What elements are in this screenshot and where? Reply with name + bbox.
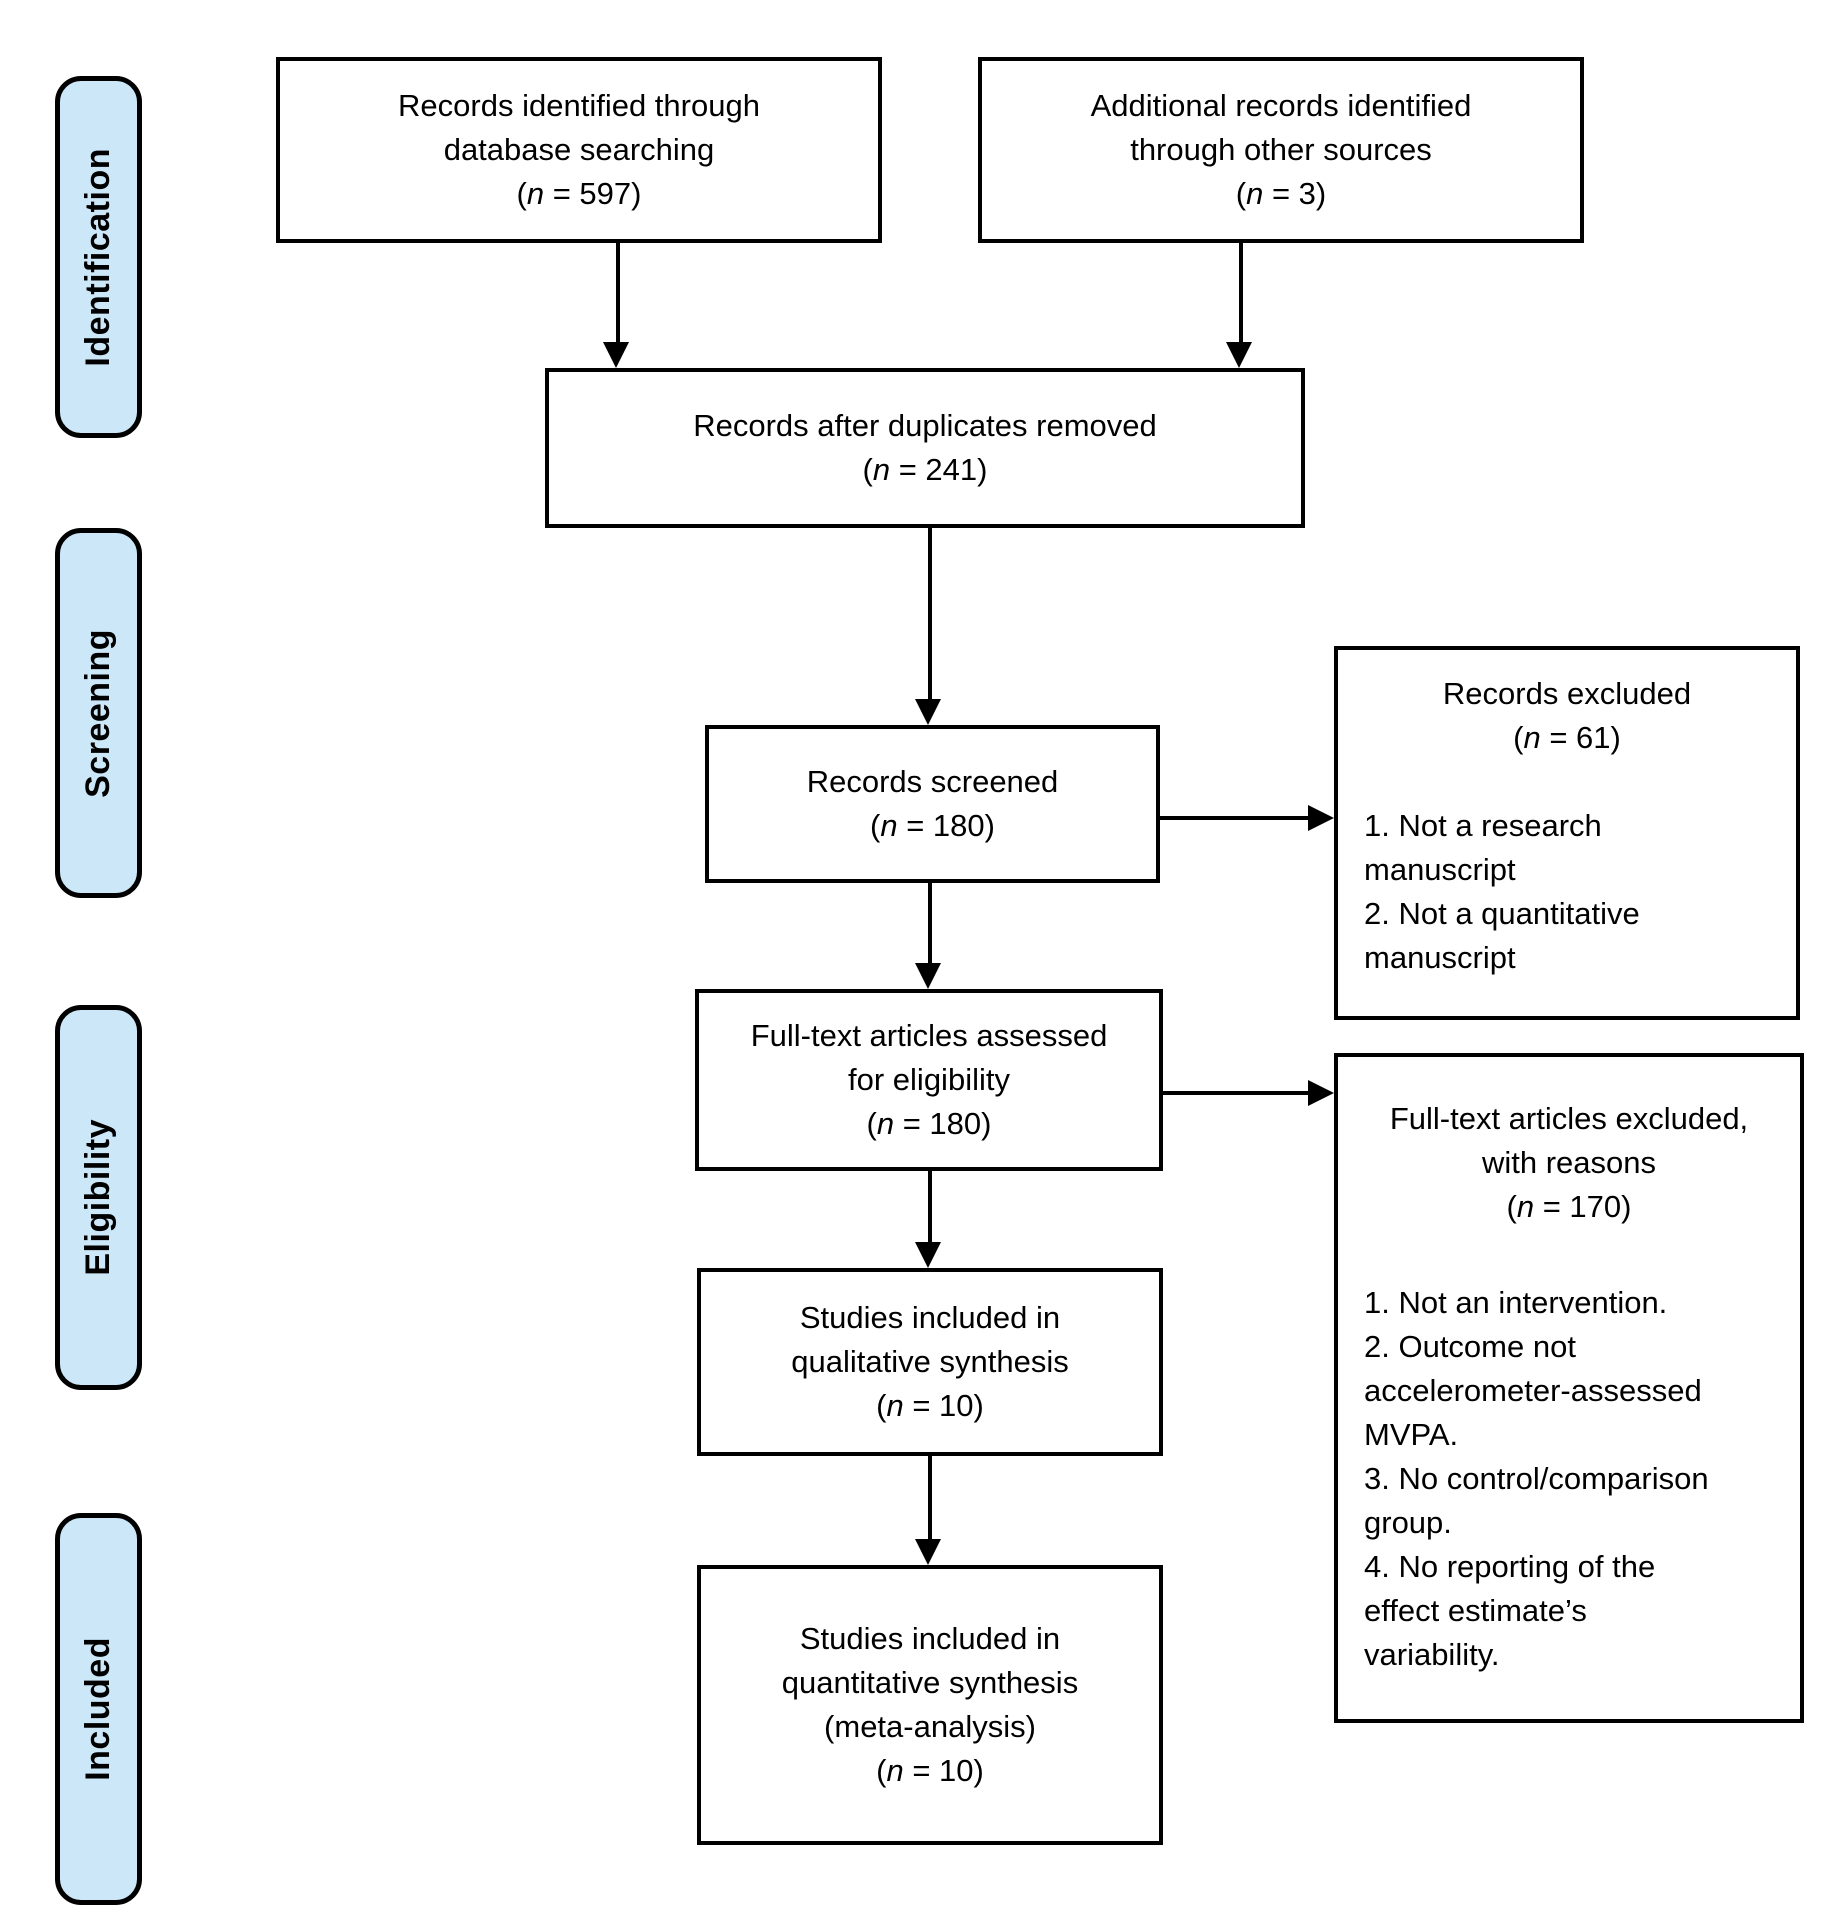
box-records-identified-line1: Records identified through: [398, 88, 760, 123]
arrow-screened-to-excluded-line: [1160, 816, 1310, 820]
box-fulltext-excluded: Full-text articles excluded, with reason…: [1334, 1053, 1804, 1723]
box-duplicates-removed-line1: Records after duplicates removed: [693, 408, 1157, 443]
arrow-fulltext-to-ftexcluded-line: [1163, 1091, 1310, 1095]
arrow-duplicates-to-screened-head: [915, 699, 941, 725]
box-records-identified-count: (n = 597): [516, 176, 642, 211]
stage-label-screening: Screening: [55, 528, 142, 898]
box-fulltext-assessed: Full-text articles assessed for eligibil…: [695, 989, 1163, 1171]
box-fulltext-excluded-reasons: 1. Not an intervention. 2. Outcome not a…: [1338, 1281, 1800, 1677]
arrow-fulltext-to-qualitative-head: [915, 1242, 941, 1268]
box-fulltext-assessed-line1: Full-text articles assessed: [750, 1018, 1108, 1053]
stage-label-eligibility: Eligibility: [55, 1005, 142, 1390]
box-fulltext-assessed-count: (n = 180): [866, 1106, 992, 1141]
box-records-excluded: Records excluded (n = 61) 1. Not a resea…: [1334, 646, 1800, 1020]
arrow-additional-to-duplicates-head: [1226, 342, 1252, 368]
arrow-qualitative-to-quantitative-head: [915, 1539, 941, 1565]
fulltext-excluded-reason-line: effect estimate’s: [1364, 1593, 1587, 1628]
arrow-identified-to-duplicates-line: [616, 243, 620, 343]
box-records-screened-line1: Records screened: [806, 764, 1059, 799]
box-additional-records-count: (n = 3): [1235, 176, 1327, 211]
stage-label-screening-text: Screening: [79, 628, 117, 798]
box-qualitative-line2: qualitative synthesis: [791, 1344, 1069, 1379]
stage-label-eligibility-text: Eligibility: [79, 1119, 117, 1276]
arrow-fulltext-to-ftexcluded-head: [1308, 1080, 1334, 1106]
records-excluded-reason-line: 2. Not a quantitative: [1364, 896, 1640, 931]
box-additional-records-line1: Additional records identified: [1090, 88, 1472, 123]
box-records-screened: Records screened (n = 180): [705, 725, 1160, 883]
records-excluded-reason-line: manuscript: [1364, 940, 1516, 975]
box-duplicates-removed-count: (n = 241): [862, 452, 988, 487]
box-quantitative-count: (n = 10): [876, 1753, 984, 1788]
box-additional-records-line2: through other sources: [1130, 132, 1432, 167]
box-qualitative-line1: Studies included in: [799, 1300, 1061, 1335]
fulltext-excluded-reason-line: accelerometer-assessed: [1364, 1373, 1702, 1408]
fulltext-excluded-reason-line: 1. Not an intervention.: [1364, 1285, 1668, 1320]
box-fulltext-excluded-title2: with reasons: [1481, 1145, 1657, 1180]
box-records-identified: Records identified through database sear…: [276, 57, 882, 243]
box-fulltext-excluded-title1: Full-text articles excluded,: [1389, 1101, 1749, 1136]
box-fulltext-assessed-line2: for eligibility: [848, 1062, 1010, 1097]
arrow-qualitative-to-quantitative-line: [928, 1456, 932, 1540]
stage-label-identification-text: Identification: [79, 147, 117, 367]
stage-label-identification: Identification: [55, 76, 142, 438]
records-excluded-reason-line: 1. Not a research: [1364, 808, 1602, 843]
arrow-screened-to-fulltext-head: [915, 963, 941, 989]
box-duplicates-removed: Records after duplicates removed (n = 24…: [545, 368, 1305, 528]
box-records-excluded-title: Records excluded: [1442, 676, 1692, 711]
box-quantitative-line1: Studies included in: [799, 1621, 1061, 1656]
box-quantitative-synthesis: Studies included in quantitative synthes…: [697, 1565, 1163, 1845]
records-excluded-reason-line: manuscript: [1364, 852, 1516, 887]
stage-label-included: Included: [55, 1513, 142, 1905]
arrow-screened-to-excluded-head: [1308, 805, 1334, 831]
fulltext-excluded-reason-line: MVPA.: [1364, 1417, 1459, 1452]
fulltext-excluded-reason-line: 3. No control/comparison: [1364, 1461, 1709, 1496]
arrow-duplicates-to-screened-line: [928, 528, 932, 700]
box-quantitative-line3: (meta-analysis): [824, 1709, 1036, 1744]
box-records-identified-line2: database searching: [443, 132, 715, 167]
box-records-excluded-count: (n = 61): [1513, 720, 1621, 755]
stage-label-included-text: Included: [79, 1637, 117, 1781]
fulltext-excluded-reason-line: 4. No reporting of the: [1364, 1549, 1656, 1584]
box-additional-records: Additional records identified through ot…: [978, 57, 1584, 243]
box-fulltext-excluded-count: (n = 170): [1506, 1189, 1632, 1224]
box-qualitative-count: (n = 10): [876, 1388, 984, 1423]
fulltext-excluded-reason-line: 2. Outcome not: [1364, 1329, 1576, 1364]
box-records-screened-count: (n = 180): [870, 808, 995, 843]
arrow-identified-to-duplicates-head: [603, 342, 629, 368]
fulltext-excluded-reason-line: group.: [1364, 1505, 1452, 1540]
arrow-screened-to-fulltext-line: [928, 883, 932, 964]
arrow-fulltext-to-qualitative-line: [928, 1171, 932, 1243]
box-records-excluded-reasons: 1. Not a research manuscript 2. Not a qu…: [1338, 804, 1796, 980]
fulltext-excluded-reason-line: variability.: [1364, 1637, 1500, 1672]
box-qualitative-synthesis: Studies included in qualitative synthesi…: [697, 1268, 1163, 1456]
box-quantitative-line2: quantitative synthesis: [781, 1665, 1079, 1700]
arrow-additional-to-duplicates-line: [1239, 243, 1243, 343]
